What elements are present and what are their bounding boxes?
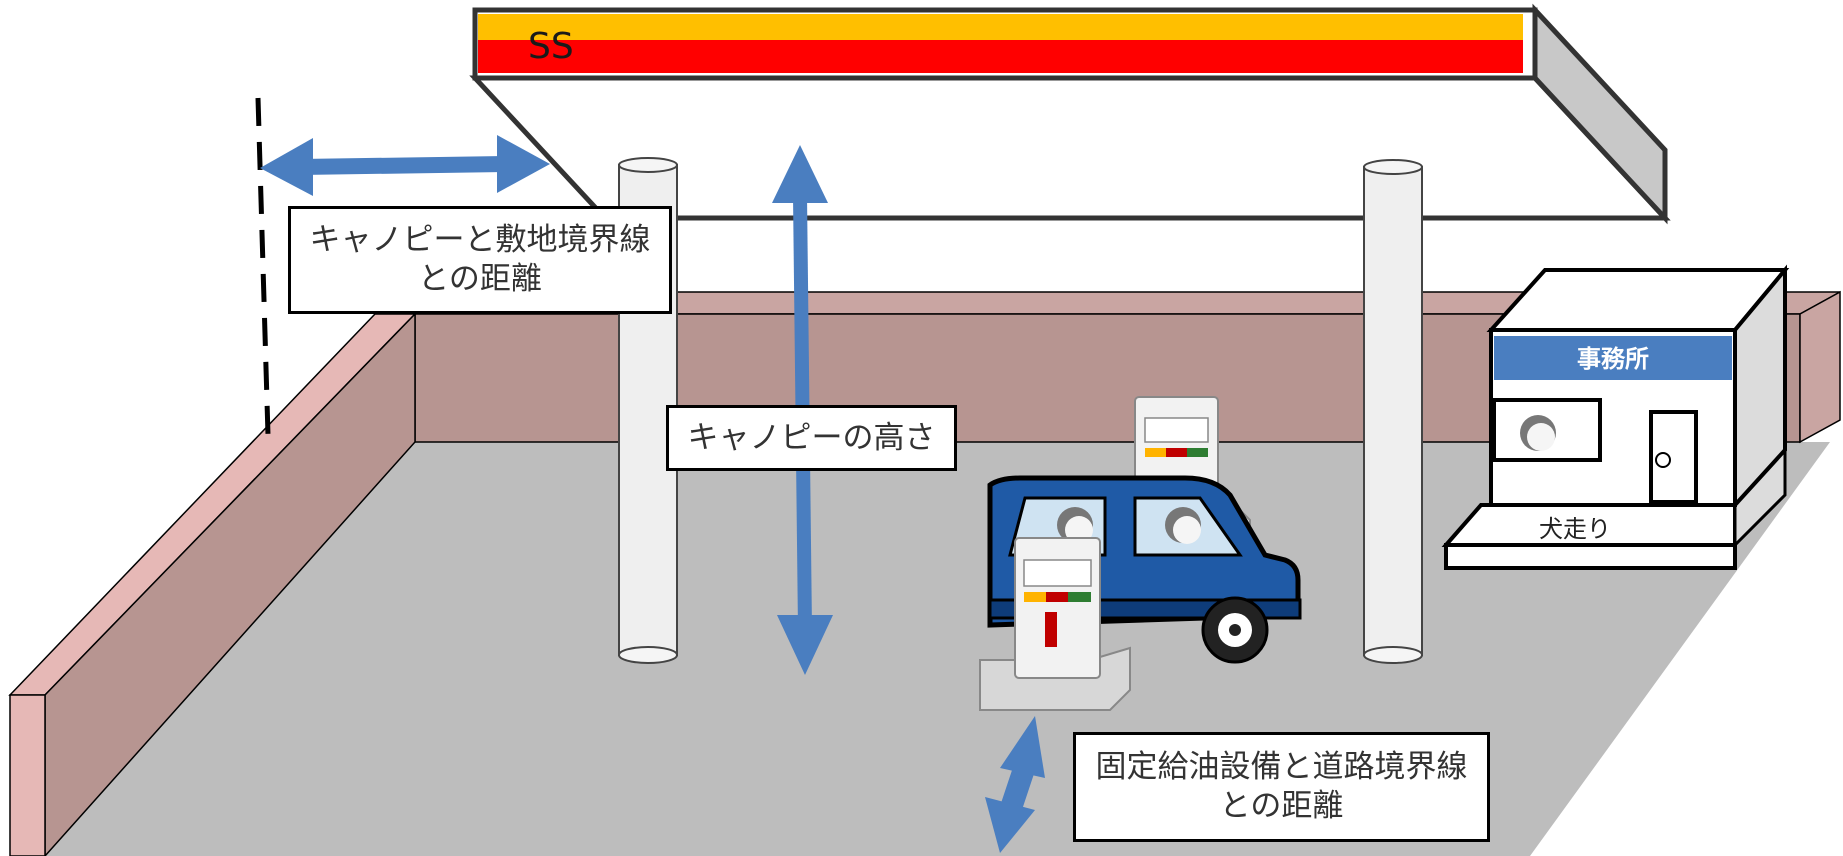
pillar-icon [1363, 159, 1423, 664]
label-line: 固定給油設備と道路境界線 [1095, 749, 1468, 786]
office-building-icon: 事務所 犬走り [1441, 264, 1790, 570]
dispenser-road-distance-label: 固定給油設備と道路境界線 との距離 [1073, 732, 1490, 842]
label-line: キャノピーの高さ [687, 419, 936, 456]
office-sign-label: 事務所 [1577, 345, 1649, 373]
person-icon [1165, 507, 1201, 544]
left-wall [8, 312, 417, 856]
canopy-stripe-yellow [478, 14, 1523, 40]
person-icon [1520, 415, 1556, 451]
label-line: との距離 [418, 261, 542, 297]
office-sign [1494, 336, 1732, 380]
double-arrow-icon [260, 135, 550, 196]
canopy-boundary-distance-label: キャノピーと敷地境界線 との距離 [288, 206, 672, 314]
property-boundary-line [255, 97, 271, 436]
fuel-dispenser-icon [979, 537, 1131, 711]
label-line: キャノピーと敷地境界線 [309, 222, 651, 259]
canopy-sign: SS [528, 26, 574, 67]
walkway-label: 犬走り [1539, 515, 1611, 543]
double-arrow-icon [985, 716, 1045, 853]
canopy-height-label: キャノピーの高さ [666, 405, 957, 471]
label-line: との距離 [1219, 788, 1344, 824]
canopy-stripe-red [478, 40, 1523, 73]
